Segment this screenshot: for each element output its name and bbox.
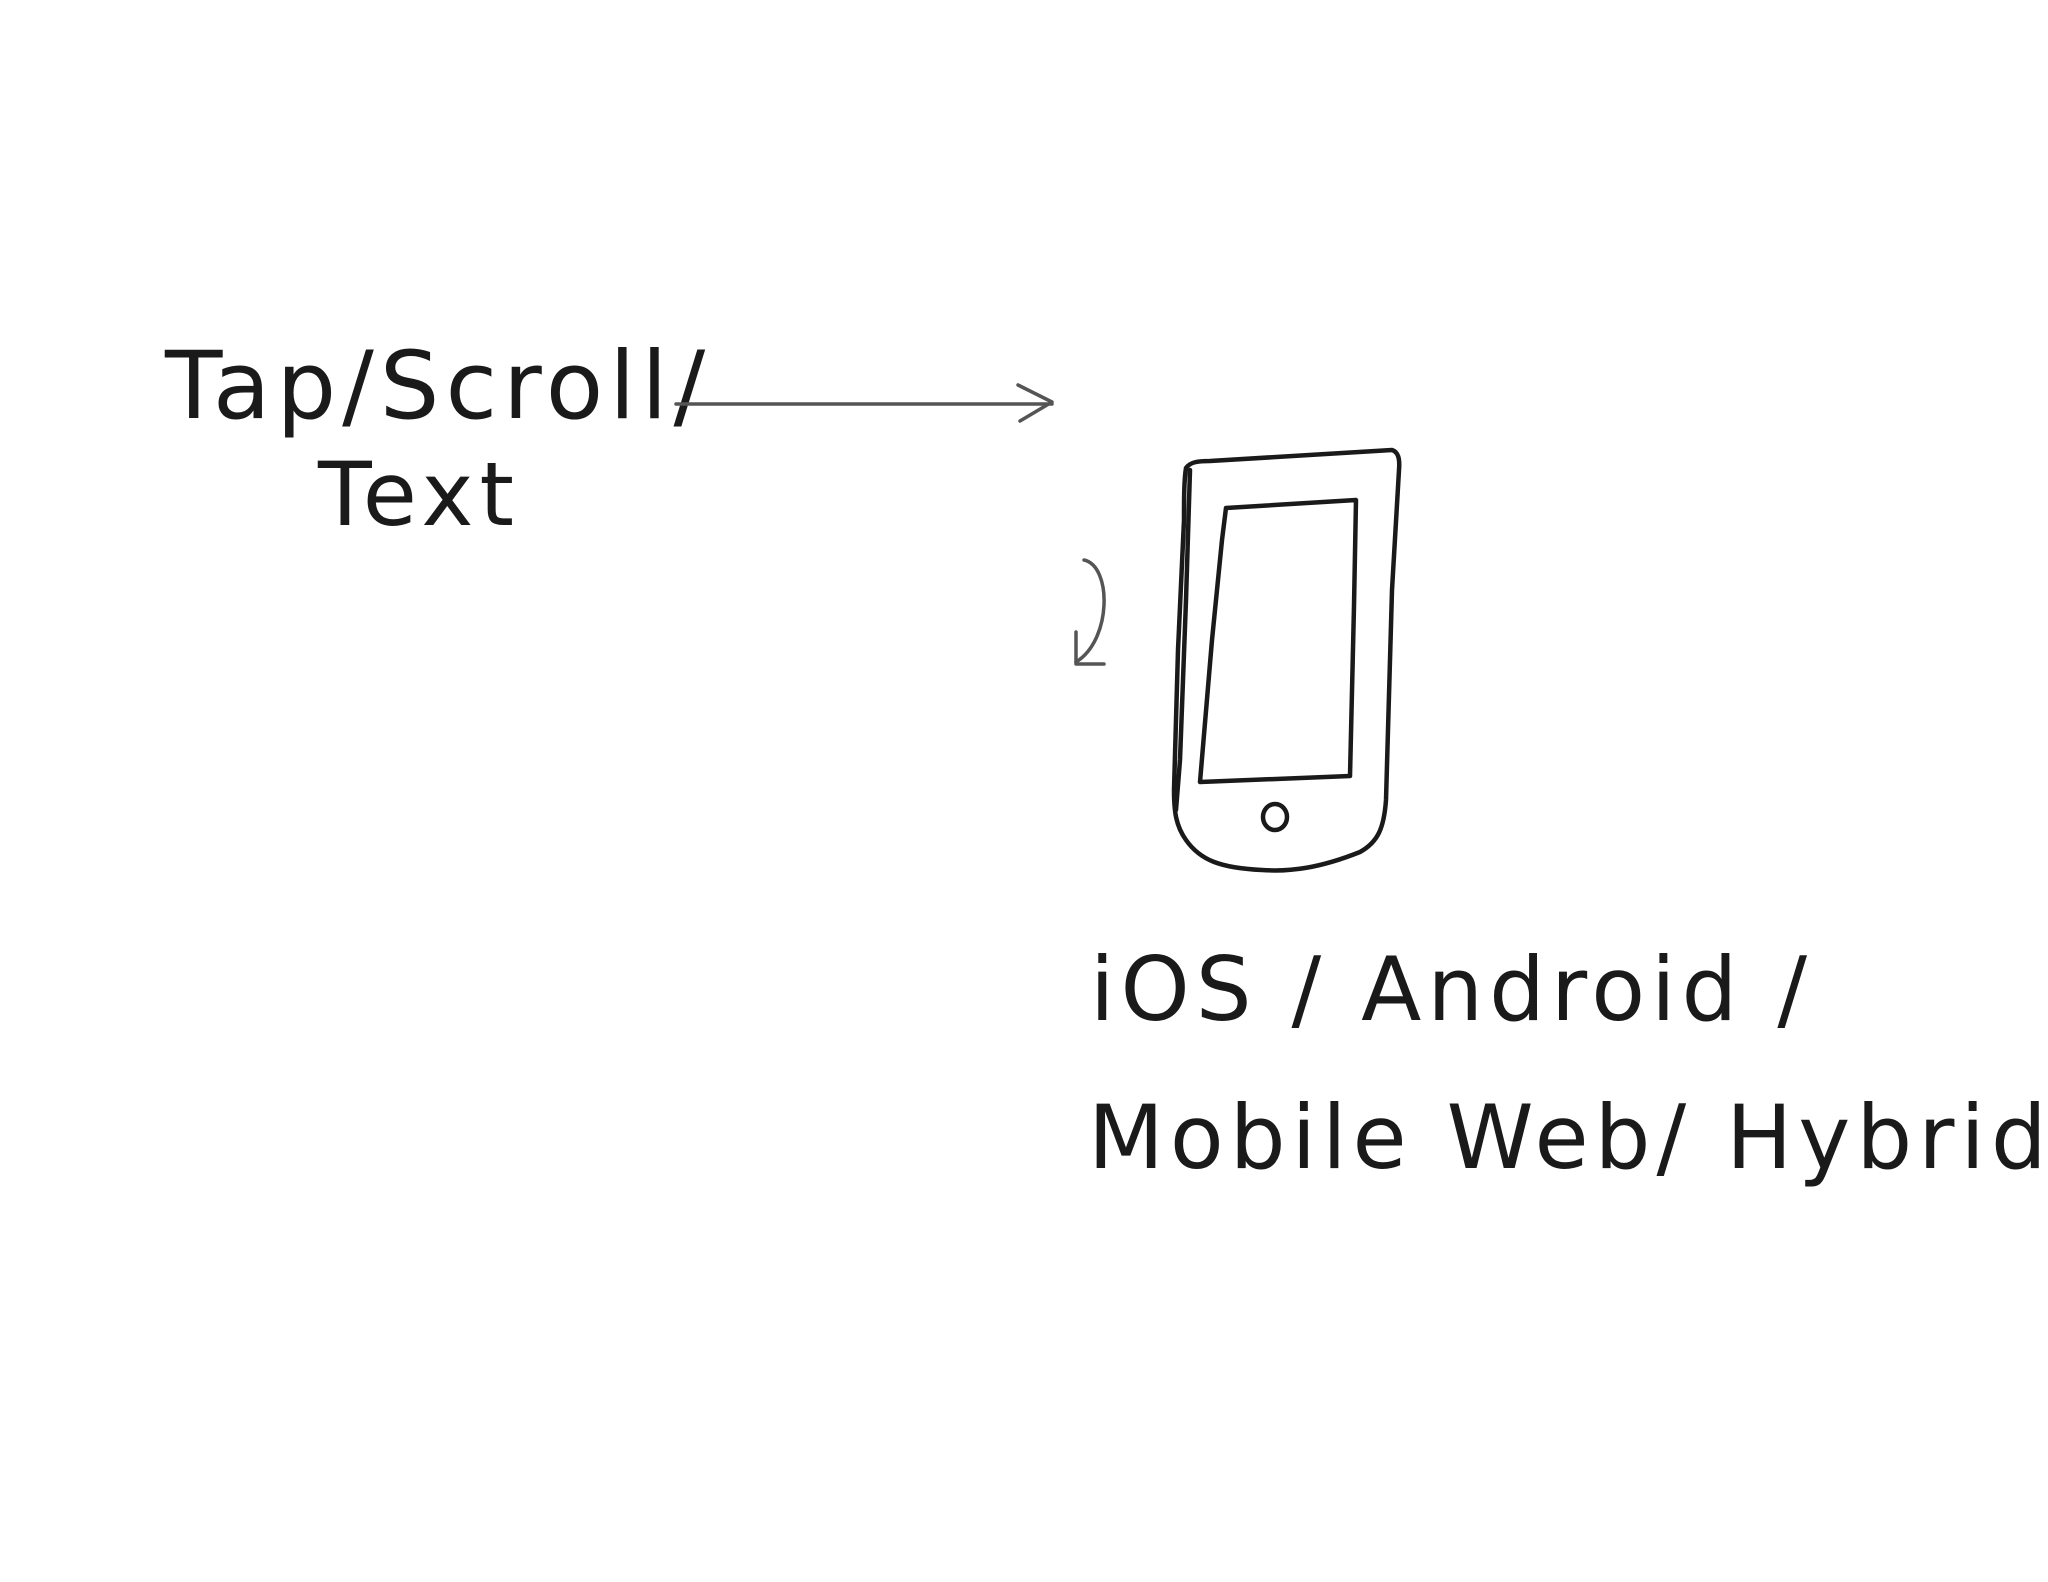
right-arrow-icon xyxy=(674,383,1054,423)
platform-label-line2: Mobile Web/ Hybrid xyxy=(1088,1086,2048,1189)
curved-arrow-icon xyxy=(1074,558,1106,666)
input-label-line2: Text xyxy=(317,443,520,546)
home-button-icon xyxy=(1260,801,1290,833)
platform-label: iOS / Android / Mobile Web/ Hybrid xyxy=(1088,938,2048,1189)
smartphone-icon xyxy=(1171,447,1402,873)
input-label-line1: Tap/Scroll/ xyxy=(164,332,711,441)
platform-label-line1: iOS / Android / xyxy=(1090,938,1813,1041)
input-label: Tap/Scroll/ Text xyxy=(164,332,711,546)
